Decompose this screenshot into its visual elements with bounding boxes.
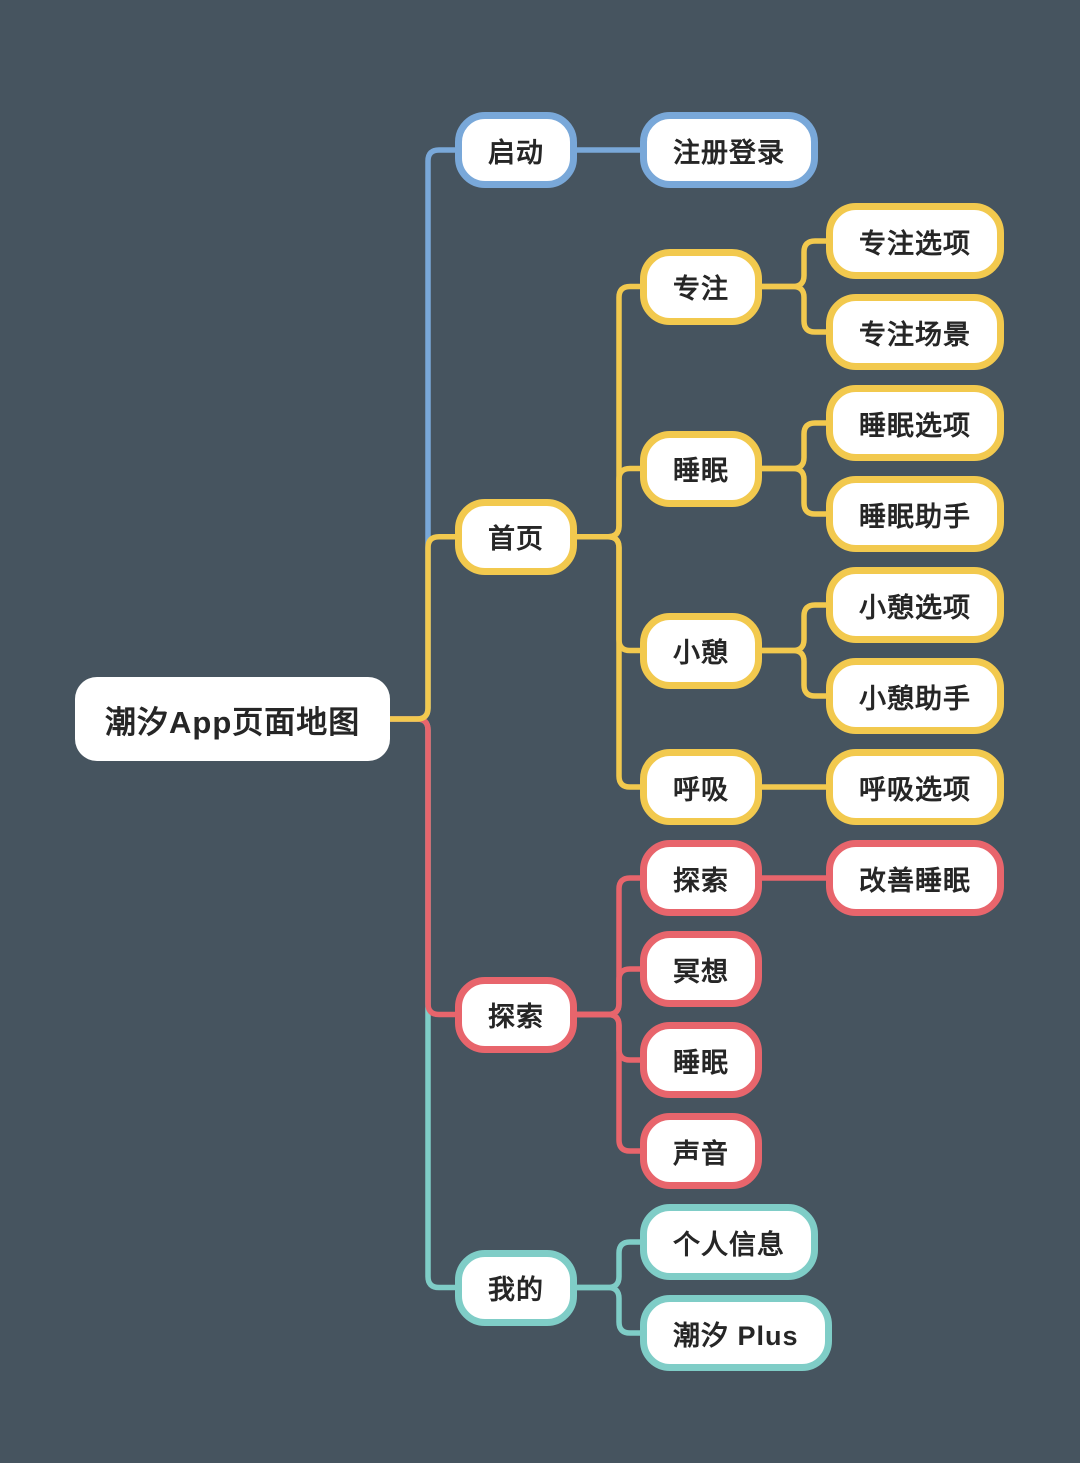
connector-line (574, 534, 640, 790)
connector-line (387, 716, 455, 1018)
connector-line (759, 420, 826, 472)
mindmap-node-breathe[interactable]: 呼吸 (640, 749, 762, 825)
mindmap-node-root[interactable]: 潮汐App页面地图 (75, 677, 391, 761)
connector-line (759, 238, 826, 290)
connector-line (387, 147, 455, 722)
mindmap-node-explore[interactable]: 探索 (455, 976, 577, 1053)
connector-line (387, 716, 455, 1291)
connector-line (574, 1011, 640, 1154)
connector-line (759, 283, 826, 335)
connector-line (574, 1011, 640, 1063)
connector-line (387, 534, 455, 722)
connector-line (574, 1284, 640, 1336)
mindmap-node-tide-plus[interactable]: 潮汐 Plus (640, 1295, 832, 1371)
mindmap-node-sleep[interactable]: 睡眠 (640, 430, 762, 507)
mindmap-node-sleep-category[interactable]: 睡眠 (640, 1022, 762, 1098)
mindmap-node-nap[interactable]: 小憩 (640, 612, 762, 689)
mindmap-node-breathe-options[interactable]: 呼吸选项 (826, 749, 1004, 825)
mindmap-node-profile[interactable]: 我的 (455, 1249, 577, 1326)
connector-line (574, 875, 640, 1018)
mindmap-node-nap-assistant[interactable]: 小憩助手 (826, 658, 1004, 734)
mindmap-node-meditation[interactable]: 冥想 (640, 931, 762, 1007)
mindmap-node-improve-sleep[interactable]: 改善睡眠 (826, 840, 1004, 916)
mindmap-node-sleep-options[interactable]: 睡眠选项 (826, 385, 1004, 461)
mindmap-node-focus-scenes[interactable]: 专注场景 (826, 294, 1004, 370)
connector-line (759, 602, 826, 654)
mindmap-node-sounds[interactable]: 声音 (640, 1113, 762, 1189)
mindmap-node-sleep-assistant[interactable]: 睡眠助手 (826, 476, 1004, 552)
mindmap-node-register-login[interactable]: 注册登录 (640, 112, 818, 188)
connector-line (759, 647, 826, 699)
mindmap-node-explore-page[interactable]: 探索 (640, 840, 762, 916)
connector-line (574, 465, 640, 540)
connector-line (574, 534, 640, 654)
mindmap-node-focus[interactable]: 专注 (640, 248, 762, 325)
mindmap-node-launch[interactable]: 启动 (455, 112, 577, 188)
connector-line (759, 465, 826, 517)
connector-line (574, 283, 640, 540)
connector-line (574, 1239, 640, 1291)
mindmap-node-personal-info[interactable]: 个人信息 (640, 1204, 818, 1280)
connector-line (574, 966, 640, 1018)
mindmap-node-nap-options[interactable]: 小憩选项 (826, 567, 1004, 643)
mindmap-node-home[interactable]: 首页 (455, 498, 577, 575)
mindmap-node-focus-options[interactable]: 专注选项 (826, 203, 1004, 279)
